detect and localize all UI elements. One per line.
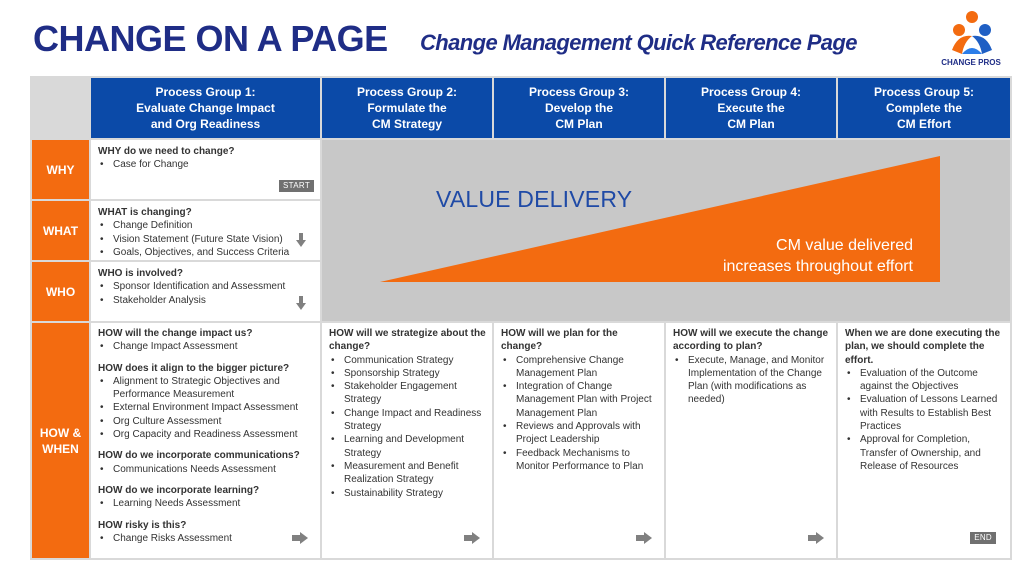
arrow-right-icon (464, 532, 480, 544)
list-item: Reviews and Approvals with Project Leade… (501, 420, 659, 447)
how-list: Learning Needs Assessment (98, 497, 315, 511)
value-triangle (380, 156, 940, 282)
why-question: WHY do we need to change? (98, 146, 235, 157)
process-group-2-header: Process Group 2: Formulate the CM Strate… (322, 78, 492, 138)
arrow-down-icon (296, 296, 306, 310)
list-item: Measurement and Benefit Realization Stra… (329, 460, 487, 487)
list-item: Stakeholder Analysis (98, 294, 315, 308)
list-item: Learning Needs Assessment (98, 497, 315, 511)
arrow-down-icon (296, 233, 306, 247)
page-subtitle: Change Management Quick Reference Page (420, 30, 858, 55)
process-group-4-header: Process Group 4: Execute the CM Plan (666, 78, 836, 138)
list-item: Sustainability Strategy (329, 487, 487, 501)
list-item: Stakeholder Engagement Strategy (329, 380, 487, 407)
how-question: HOW will we strategize about the change? (329, 328, 486, 353)
how-box-pg2: HOW will we strategize about the change?… (322, 323, 492, 558)
who-list: Sponsor Identification and Assessment St… (98, 280, 315, 307)
list-item: Goals, Objectives, and Success Criteria (98, 246, 315, 260)
why-list: Case for Change (98, 158, 315, 172)
how-list: Alignment to Strategic Objectives and Pe… (98, 375, 315, 442)
row-label-why: WHY (32, 140, 89, 199)
list-item: Integration of Change Management Plan wi… (501, 380, 659, 420)
what-question: WHAT is changing? (98, 207, 192, 218)
arrow-right-icon (292, 532, 308, 544)
people-circle-logo-icon (952, 11, 992, 54)
value-delivery-area: VALUE DELIVERY CM value delivered increa… (322, 140, 1010, 321)
list-item: Sponsorship Strategy (329, 367, 487, 381)
list-item: Feedback Mechanisms to Monitor Performan… (501, 447, 659, 474)
list-item: Learning and Development Strategy (329, 433, 487, 460)
list-item: Execute, Manage, and Monitor Implementat… (673, 354, 831, 407)
how-box-pg5: When we are done executing the plan, we … (838, 323, 1010, 558)
how-list: Communications Needs Assessment (98, 463, 315, 477)
list-item: Communications Needs Assessment (98, 463, 315, 477)
end-tag: END (970, 532, 996, 544)
how-question: HOW will the change impact us? (98, 328, 253, 339)
who-question: WHO is involved? (98, 268, 184, 279)
process-group-1-header: Process Group 1: Evaluate Change Impact … (91, 78, 320, 138)
arrow-right-icon (636, 532, 652, 544)
how-box-pg4: HOW will we execute the change according… (666, 323, 836, 558)
list-item: Change Impact and Readiness Strategy (329, 407, 487, 434)
list-item: Evaluation of the Outcome against the Ob… (845, 367, 1005, 394)
how-list: Change Risks Assessment (98, 532, 315, 546)
how-list: Comprehensive Change Management Plan Int… (501, 354, 659, 474)
list-item: Comprehensive Change Management Plan (501, 354, 659, 381)
what-box: WHAT is changing? Change Definition Visi… (91, 201, 320, 260)
how-question: HOW will we plan for the change? (501, 328, 618, 353)
list-item: Case for Change (98, 158, 315, 172)
row-label-what: WHAT (32, 201, 89, 260)
row-label-who: WHO (32, 262, 89, 321)
list-item: Org Culture Assessment (98, 415, 315, 429)
change-on-a-page-grid: Process Group 1: Evaluate Change Impact … (30, 76, 1012, 560)
logo: CHANGE PROS (938, 10, 1004, 68)
how-question: HOW does it align to the bigger picture? (98, 362, 290, 374)
how-question: HOW do we incorporate learning? (98, 484, 260, 496)
list-item: Vision Statement (Future State Vision) (98, 233, 315, 247)
list-item: Approval for Completion, Transfer of Own… (845, 433, 1005, 473)
row-label-how-when: HOW & WHEN (32, 323, 89, 558)
list-item: Org Capacity and Readiness Assessment (98, 428, 315, 442)
who-box: WHO is involved? Sponsor Identification … (91, 262, 320, 321)
how-question: When we are done executing the plan, we … (845, 328, 1001, 366)
how-list: Communication Strategy Sponsorship Strat… (329, 354, 487, 501)
how-box-pg3: HOW will we plan for the change? Compreh… (494, 323, 664, 558)
list-item: Evaluation of Lessons Learned with Resul… (845, 393, 1005, 433)
list-item: Alignment to Strategic Objectives and Pe… (98, 375, 315, 402)
what-list: Change Definition Vision Statement (Futu… (98, 219, 315, 259)
how-question: HOW do we incorporate communications? (98, 450, 300, 462)
value-delivery-title: VALUE DELIVERY (436, 186, 633, 212)
list-item: Sponsor Identification and Assessment (98, 280, 315, 294)
list-item: Change Risks Assessment (98, 532, 315, 546)
process-group-5-header: Process Group 5: Complete the CM Effort (838, 78, 1010, 138)
process-group-3-header: Process Group 3: Develop the CM Plan (494, 78, 664, 138)
start-tag: START (279, 180, 314, 192)
how-box-pg1: HOW will the change impact us? Change Im… (91, 323, 320, 558)
why-box: WHY do we need to change? Case for Chang… (91, 140, 320, 199)
list-item: Communication Strategy (329, 354, 487, 368)
value-triangle-label: CM value delivered increases throughout … (722, 237, 913, 275)
how-question: HOW will we execute the change according… (673, 328, 829, 353)
how-question: HOW risky is this? (98, 519, 187, 531)
list-item: Change Impact Assessment (98, 340, 315, 354)
arrow-right-icon (808, 532, 824, 544)
how-list: Evaluation of the Outcome against the Ob… (845, 367, 1005, 473)
page-title: CHANGE ON A PAGE (33, 18, 388, 59)
logo-text: CHANGE PROS (941, 58, 1001, 67)
list-item: External Environment Impact Assessment (98, 401, 315, 415)
how-list: Change Impact Assessment (98, 340, 315, 354)
list-item: Change Definition (98, 219, 315, 233)
how-list: Execute, Manage, and Monitor Implementat… (673, 354, 831, 407)
